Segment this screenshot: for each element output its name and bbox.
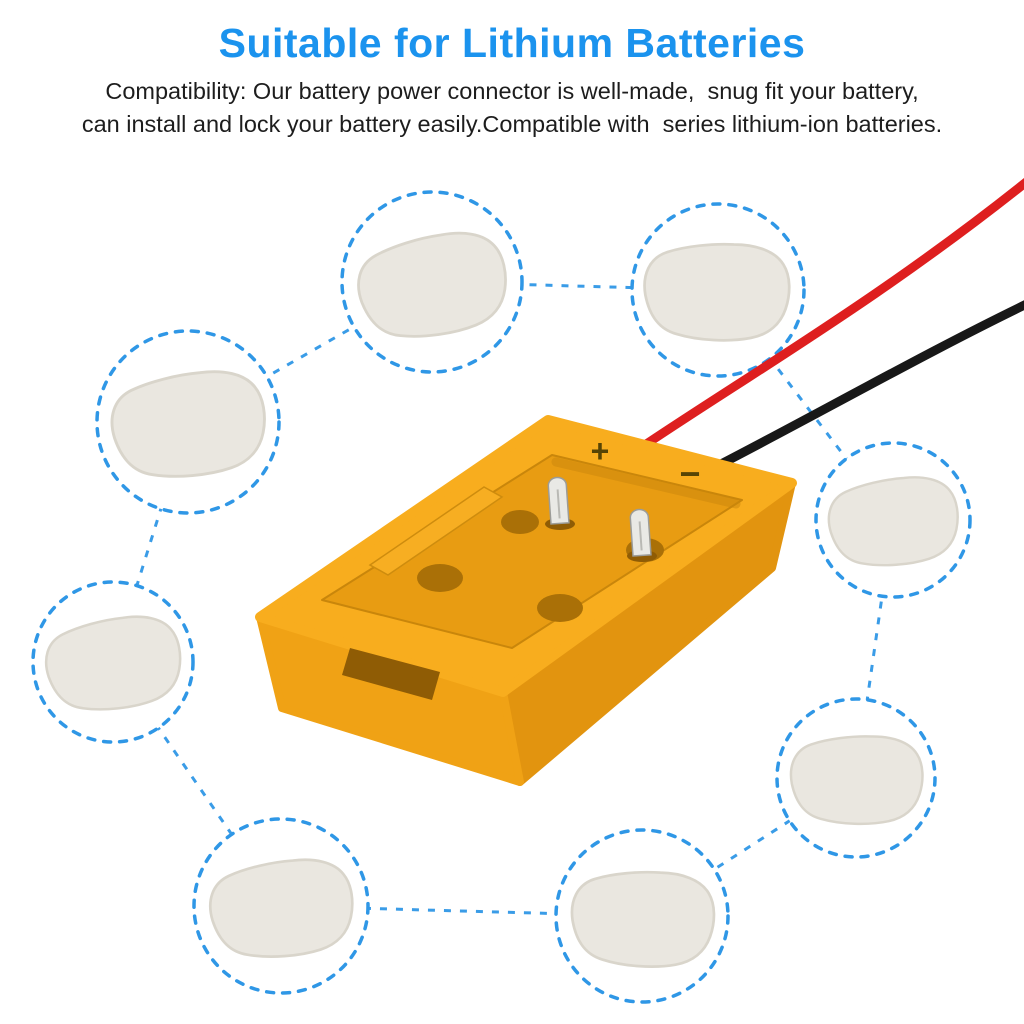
battery-circle-5 xyxy=(31,580,195,744)
description-text: Compatibility: Our battery power connect… xyxy=(32,75,992,142)
page-title: Suitable for Lithium Batteries xyxy=(218,20,806,66)
mount-hole xyxy=(417,564,463,592)
terminal-slit xyxy=(556,489,561,519)
mount-hole xyxy=(501,510,539,534)
metal-terminal-1 xyxy=(547,476,570,525)
battery-circle-1 xyxy=(340,190,524,374)
battery-circle-6 xyxy=(775,697,937,859)
battery-circle-8 xyxy=(554,828,730,1004)
metal-terminal-2 xyxy=(629,508,652,557)
battery-circle-7 xyxy=(192,817,370,995)
mount-hole xyxy=(537,594,583,622)
battery-silhouette xyxy=(640,238,793,346)
description-line-2: can install and lock your battery easily… xyxy=(81,111,943,138)
recess-inner-shadow xyxy=(551,457,741,509)
plus-mark: + xyxy=(591,433,610,469)
terminal-slit xyxy=(638,521,643,551)
battery-adapter: + − xyxy=(255,415,797,786)
red-power-wire xyxy=(625,178,1024,460)
battery-silhouette xyxy=(567,865,719,973)
battery-circle-2 xyxy=(95,329,281,515)
battery-circle-4 xyxy=(814,441,972,599)
minus-mark: − xyxy=(679,453,700,494)
description-line-1: Compatibility: Our battery power connect… xyxy=(105,78,919,104)
battery-circle-3 xyxy=(630,202,806,378)
adapter-rail xyxy=(368,486,504,576)
adapter-front-slot xyxy=(342,648,440,700)
header: Suitable for Lithium Batteries Compatibi… xyxy=(0,0,1024,142)
battery-silhouette xyxy=(788,732,926,828)
